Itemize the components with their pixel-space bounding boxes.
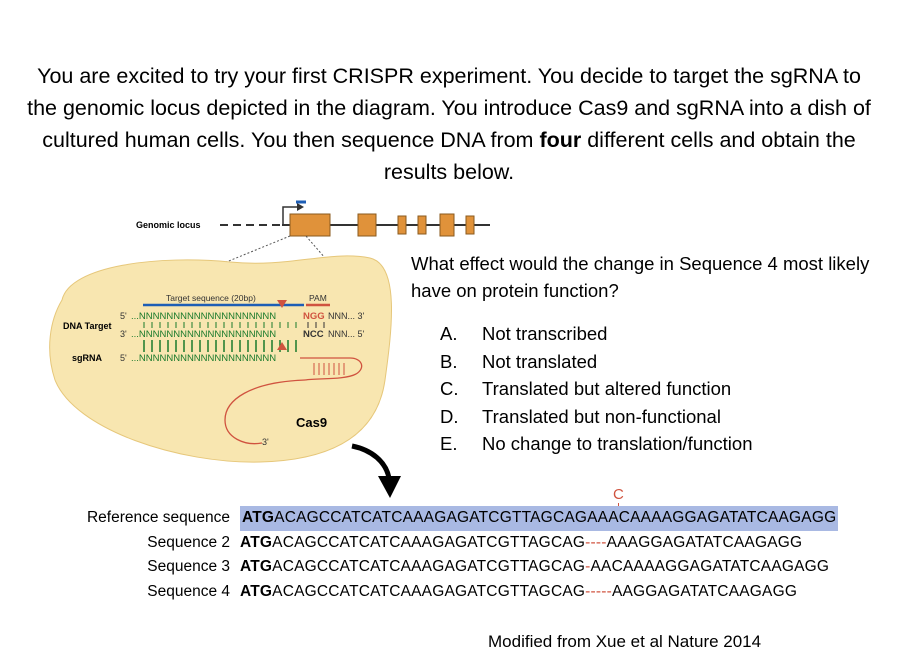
mutation-letter: C	[613, 486, 624, 503]
intro-bold: four	[539, 128, 582, 152]
exon-3	[397, 215, 407, 235]
sgrna-scaffold	[224, 357, 363, 445]
exons	[289, 213, 475, 237]
option-b[interactable]: B. Not translated	[440, 348, 752, 376]
sequence-text: ATGACAGCCATCATCAAAGAGATCGTTAGCAG-----AAG…	[240, 582, 798, 600]
pam-label: PAM	[309, 293, 327, 303]
option-e[interactable]: E. No change to translation/function	[440, 430, 752, 458]
cas9-body	[49, 255, 392, 463]
curved-arrow-icon	[351, 443, 392, 479]
intro-text-2: different cells and obtain the results b…	[383, 128, 856, 184]
genomic-locus-label: Genomic locus	[136, 220, 201, 230]
sequence-row-2: Sequence 2 ATGACAGCCATCATCAAAGAGATCGTTAG…	[58, 531, 838, 556]
scissors-top-icon	[277, 300, 287, 308]
option-d[interactable]: D. Translated but non-functional	[440, 403, 752, 431]
sequence-text: ATGACAGCCATCATCAAAGAGATCGTTAGCAG-AACAAAA…	[240, 558, 830, 575]
sequence-alignment: Reference sequence ATGACAGCCATCATCAAAGAG…	[58, 506, 839, 605]
bottom-strand-tail: NNN... 5'	[328, 329, 365, 339]
sequence-label: Sequence 4	[147, 582, 230, 600]
scissors-bottom-icon	[277, 342, 287, 350]
top-strand-pam: NGG	[303, 311, 325, 322]
option-text: Translated but non-functional	[482, 405, 721, 427]
target-sequence-label: Target sequence (20bp)	[166, 293, 256, 303]
sgrna-seq: ...NNNNNNNNNNNNNNNNNNNN	[131, 353, 276, 364]
question-text: What effect would the change in Sequence…	[411, 253, 870, 301]
sequence-label: Sequence 3	[147, 558, 230, 575]
base-pair-ticks	[143, 322, 325, 328]
promoter-arrow-icon	[282, 206, 297, 224]
sequence-text: ATGACAGCCATCATCAAAGAGATCGTTAGCAGAAACAAAA…	[240, 506, 839, 531]
sequence-label: Reference sequence	[86, 509, 230, 526]
option-a[interactable]: A. Not transcribed	[440, 320, 752, 348]
bottom-strand-seq: ...NNNNNNNNNNNNNNNNNNNN	[131, 329, 276, 340]
credit-text: Modified from Xue et al Nature 2014	[488, 632, 762, 651]
exon-6	[465, 215, 475, 235]
exon-5	[439, 213, 455, 237]
top-strand-5prime: 5'	[120, 311, 127, 321]
option-letter: A.	[440, 323, 458, 344]
answer-options: A. Not transcribed B. Not translated C. Tra…	[440, 320, 752, 458]
dna-target-label: DNA Target	[63, 321, 112, 331]
option-text: Not transcribed	[482, 323, 608, 344]
option-letter: E.	[440, 433, 458, 454]
sgrna-3prime: 3'	[262, 437, 269, 447]
option-letter: B.	[440, 350, 458, 372]
exon-4	[417, 215, 427, 235]
top-strand-seq: ...NNNNNNNNNNNNNNNNNNNN	[131, 311, 276, 322]
sequence-row-4: Sequence 4 ATGACAGCCATCATCAAAGAGATCGTTAG…	[58, 580, 838, 605]
sequence-label: Sequence 2	[147, 533, 230, 551]
option-letter: D.	[440, 405, 459, 427]
bottom-strand-3prime: 3'	[120, 329, 127, 339]
sgrna-label: sgRNA	[72, 353, 103, 363]
sgrna-5prime: 5'	[120, 353, 127, 363]
option-text: Not translated	[482, 350, 598, 372]
top-strand-tail: NNN... 3'	[328, 311, 365, 321]
sequence-row-3: Sequence 3 ATGACAGCCATCATCAAAGAGATCGTTAG…	[58, 555, 838, 580]
cas9-label: Cas9	[296, 415, 327, 430]
exon-1	[289, 213, 331, 237]
intro-paragraph: You are excited to try your first CRISPR…	[20, 60, 878, 188]
option-text: Translated but altered function	[482, 378, 732, 399]
option-text: No change to translation/function	[482, 433, 753, 454]
sequence-row-reference: Reference sequence ATGACAGCCATCATCAAAGAG…	[58, 506, 839, 531]
exon-2	[357, 213, 377, 237]
option-letter: C.	[440, 378, 459, 399]
intro-text-1: You are excited to try your first CRISPR…	[27, 64, 871, 152]
option-c[interactable]: C. Translated but altered function	[440, 375, 752, 403]
sequence-text: ATGACAGCCATCATCAAAGAGATCGTTAGCAG----AAAG…	[240, 533, 803, 551]
bottom-strand-pam: NCC	[303, 329, 324, 340]
